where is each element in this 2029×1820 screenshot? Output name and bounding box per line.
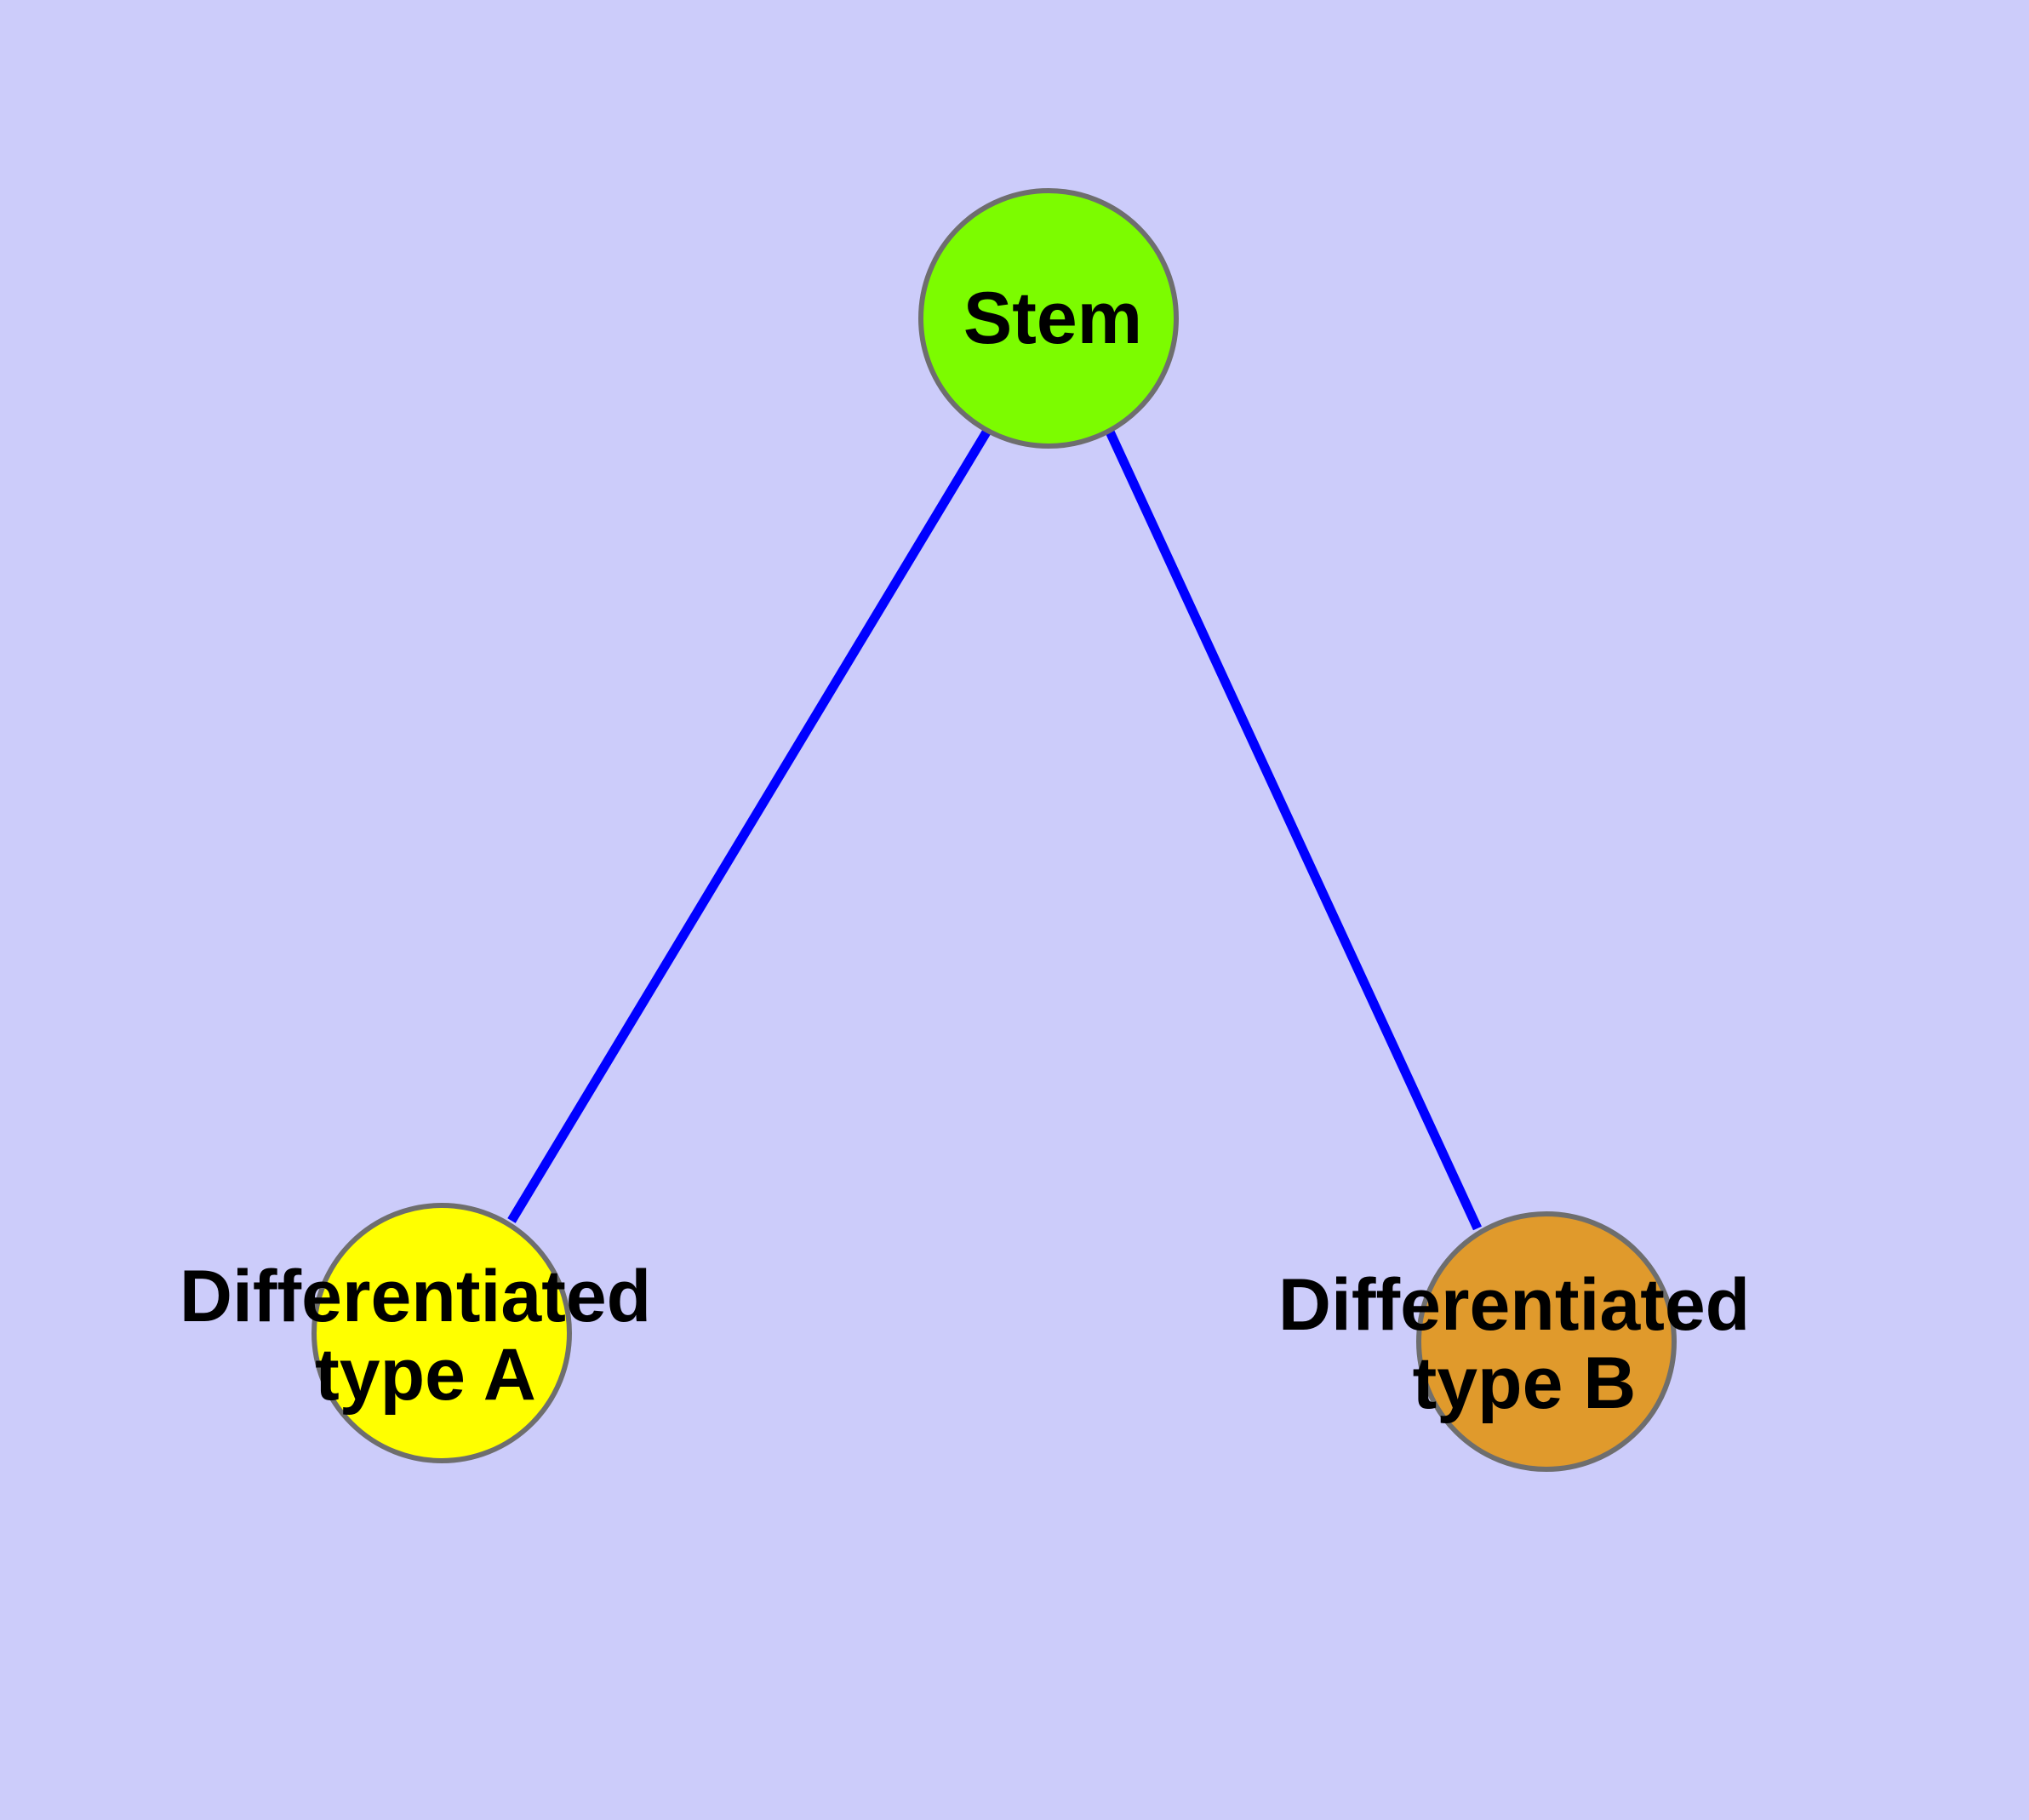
edge-layer: [507, 427, 1482, 1231]
label-layer: Stem Differentiated type A Differentiate…: [180, 278, 1770, 1424]
node-stem-label: Stem: [963, 278, 1142, 359]
node-diff-a[interactable]: [311, 1203, 572, 1463]
node-diff-a-label: Differentiated type A: [180, 1256, 672, 1416]
node-diff-a-label-line-1: Differentiated: [180, 1256, 651, 1337]
node-diff-b[interactable]: [1416, 1211, 1677, 1472]
node-stem[interactable]: [918, 188, 1179, 449]
edge-stem-to-diff-b[interactable]: [1105, 427, 1482, 1231]
node-diff-b-label-line-2: type B: [1413, 1342, 1637, 1424]
edge-stem-to-diff-a[interactable]: [507, 428, 992, 1223]
node-stem-circle[interactable]: [918, 188, 1179, 449]
node-diff-a-circle[interactable]: [311, 1203, 572, 1463]
node-diff-a-label-line-2: type A: [315, 1334, 536, 1416]
node-diff-b-label: Differentiated type B: [1278, 1264, 1770, 1424]
node-layer: [311, 188, 1677, 1472]
node-diff-b-circle[interactable]: [1416, 1211, 1677, 1472]
node-diff-b-label-line-1: Differentiated: [1278, 1264, 1750, 1346]
